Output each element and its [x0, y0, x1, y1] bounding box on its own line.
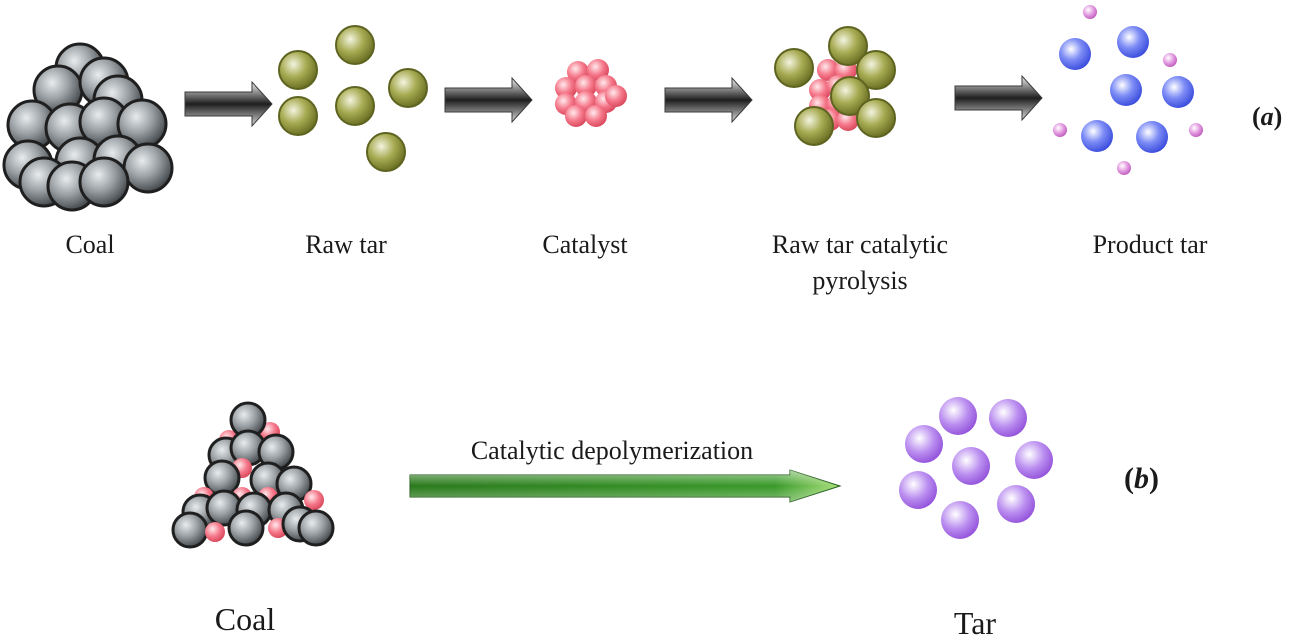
raw-tar-molecules: [278, 25, 428, 172]
raw-tar-particle: [856, 98, 896, 138]
product-tar-molecules: [1053, 5, 1203, 175]
raw-tar-particle: [856, 50, 896, 90]
raw-tar-particle: [388, 68, 428, 108]
raw-tar-particle: [278, 96, 318, 136]
label-arrow: Catalytic depolymerization: [470, 436, 754, 465]
label-tar-b: Tar: [953, 605, 997, 640]
catalyst-cluster: [555, 59, 627, 127]
raw-tar-particle: [828, 26, 868, 66]
product-small-particle: [1083, 5, 1097, 19]
process-arrow-2: [444, 76, 533, 124]
raw-tar-particle: [794, 106, 834, 146]
product-small-particle: [1163, 53, 1177, 67]
coal-particle: [171, 511, 209, 549]
catalyst-particle: [555, 77, 577, 99]
product-tar-particle: [1059, 38, 1091, 70]
raw-tar-particle: [335, 25, 375, 65]
raw-tar-particle: [830, 76, 870, 116]
raw-tar-particle: [774, 48, 814, 88]
process-arrow-4: [954, 74, 1043, 122]
panel-tag-b: (b): [1124, 462, 1159, 495]
catalyst-particle: [585, 105, 607, 127]
label-coal-b: Coal: [214, 601, 276, 637]
label-raw-tar: Raw tar: [305, 230, 387, 259]
product-small-particle: [1053, 123, 1067, 137]
catalyst-particle: [809, 79, 831, 101]
catalyst-particle: [605, 85, 627, 107]
catalyst-particle: [205, 522, 225, 542]
product-small-particle: [1189, 123, 1203, 137]
label-coal-a: Coal: [65, 230, 115, 259]
pyrolysis-cluster: [774, 26, 896, 146]
product-small-particle: [1117, 161, 1131, 175]
catalyst-particle: [304, 490, 324, 510]
tar-particle: [939, 397, 977, 435]
label-catalyst: Catalyst: [542, 230, 628, 259]
product-tar-particle: [1081, 120, 1113, 152]
raw-tar-particle: [278, 50, 318, 90]
product-tar-particle: [1110, 74, 1142, 106]
tar-particle: [1015, 441, 1053, 479]
product-tar-particle: [1162, 76, 1194, 108]
depolymerization-arrow: [409, 469, 842, 503]
tar-particle: [905, 425, 943, 463]
raw-tar-particle: [366, 132, 406, 172]
process-arrow-1: [184, 80, 273, 128]
label-pyrolysis-line1: Raw tar catalytic: [771, 230, 949, 259]
coal-particle: [297, 509, 335, 547]
label-product-tar: Product tar: [1092, 230, 1208, 259]
raw-tar-particle: [335, 86, 375, 126]
tar-particle: [899, 471, 937, 509]
process-arrow-3: [664, 76, 753, 124]
product-tar-particle: [1136, 121, 1168, 153]
coal-particle: [122, 142, 174, 194]
tar-particle: [952, 447, 990, 485]
tar-particle: [989, 399, 1027, 437]
tar-molecules-b: [899, 397, 1053, 539]
label-pyrolysis-line2: pyrolysis: [812, 266, 908, 295]
coal-particle: [78, 156, 130, 208]
coal-pile-a: [2, 42, 174, 212]
tar-particle: [941, 501, 979, 539]
panel-tag-a: (a): [1252, 102, 1283, 131]
product-tar-particle: [1117, 26, 1149, 58]
catalyst-particle: [817, 59, 839, 81]
coal-particle: [227, 509, 265, 547]
catalyst-particle: [575, 75, 597, 97]
coal-pile-b: [171, 401, 335, 549]
tar-particle: [997, 485, 1035, 523]
catalyst-particle: [565, 105, 587, 127]
